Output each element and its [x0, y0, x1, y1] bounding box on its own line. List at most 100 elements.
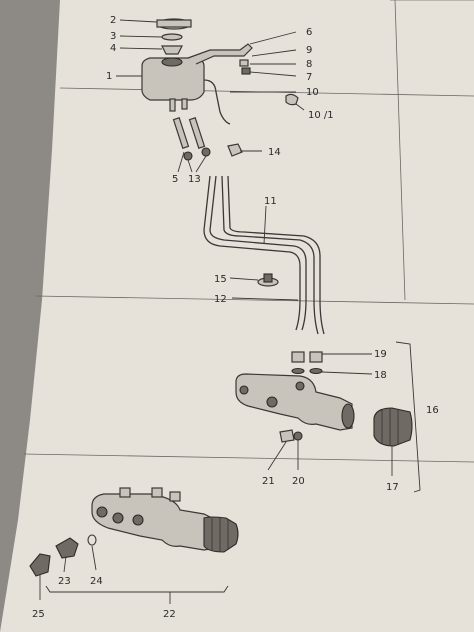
callout-16: 16 — [426, 405, 439, 416]
callout-21: 21 — [262, 476, 275, 487]
callout-10-1: 10 /1 — [308, 110, 334, 121]
callout-17: 17 — [386, 482, 399, 493]
cap-seal — [161, 33, 183, 41]
lower-bore-2 — [112, 512, 124, 524]
callout-24: 24 — [90, 576, 103, 587]
dust-boot-ribs — [381, 408, 399, 446]
reservoir-outlet-right — [181, 98, 188, 110]
feed-hose-left — [172, 117, 190, 149]
leader-15 — [229, 277, 259, 281]
callout-11: 11 — [264, 196, 277, 207]
reservoir-body — [141, 57, 205, 101]
line-mount-nut — [263, 273, 273, 283]
reservoir-filter — [161, 45, 183, 55]
master-cylinder-lower — [29, 487, 239, 593]
leader-10-1 — [295, 103, 305, 111]
leader-4 — [119, 47, 163, 50]
leader-12 — [231, 297, 299, 301]
callout-13: 13 — [188, 174, 201, 185]
brake-lines — [203, 175, 325, 335]
bleed-cap — [293, 431, 303, 441]
callout-15: 15 — [214, 274, 227, 285]
feed-hose-right — [188, 117, 206, 149]
leader-lines — [39, 19, 393, 604]
sealing-ring — [87, 534, 97, 546]
cylinder-bore-end — [341, 403, 355, 429]
callout-22: 22 — [163, 609, 176, 620]
cylinder-body-upper — [235, 373, 353, 431]
callout-12: 12 — [214, 294, 227, 305]
reservoir-cap-body — [156, 19, 192, 28]
leader-3 — [119, 35, 163, 38]
leader-5 — [177, 151, 185, 173]
callout-8: 8 — [306, 59, 312, 70]
brake-line-a-outline — [209, 175, 307, 331]
leader-2 — [119, 19, 158, 23]
bracket-bolt — [239, 59, 249, 67]
feed-hose-group — [172, 117, 243, 161]
hose-clamp-left — [183, 151, 193, 161]
leader-23 — [63, 555, 67, 573]
callout-7: 7 — [306, 72, 312, 83]
fold-line-mid — [35, 295, 474, 305]
leader-6 — [249, 31, 297, 45]
callout-6: 6 — [306, 27, 312, 38]
callout-2: 2 — [110, 15, 116, 26]
callout-23: 23 — [58, 576, 71, 587]
callout-18: 18 — [374, 370, 387, 381]
dust-boot — [373, 407, 413, 447]
hose-clip — [285, 93, 299, 106]
leader-24 — [91, 545, 97, 571]
group-bracket-16 — [395, 341, 421, 493]
page-margin-line — [394, 0, 406, 301]
callout-4: 4 — [110, 43, 116, 54]
reservoir-hose — [203, 79, 231, 125]
lower-fitting-3 — [169, 491, 181, 502]
callout-14: 14 — [268, 147, 281, 158]
callout-9: 9 — [306, 45, 312, 56]
leader-13b — [195, 155, 207, 173]
seal-ring-left — [291, 367, 305, 375]
brake-line-a — [203, 175, 301, 331]
bracket-nut — [241, 67, 251, 75]
seal-ring-right — [309, 367, 323, 375]
bore-hole-3 — [295, 381, 305, 391]
leader-11 — [263, 205, 267, 245]
lower-fitting-2 — [151, 487, 163, 498]
callout-10: 10 — [306, 87, 319, 98]
reservoir-outlet-left — [169, 98, 176, 112]
union-fitting — [55, 537, 79, 559]
callout-5: 5 — [172, 174, 178, 185]
callout-20: 20 — [292, 476, 305, 487]
hose-clamp-right — [201, 147, 211, 157]
stop-light-switch — [29, 553, 51, 577]
lower-bore-3 — [132, 514, 144, 526]
lower-dust-boot — [203, 516, 239, 553]
lower-boot-ribs — [211, 518, 229, 552]
bleed-screw — [279, 429, 295, 443]
bore-hole-1 — [239, 385, 249, 395]
leader-21 — [267, 441, 287, 471]
callout-3: 3 — [110, 31, 116, 42]
master-cylinder-upper — [235, 341, 421, 493]
callout-1: 1 — [106, 71, 112, 82]
callout-25: 25 — [32, 609, 45, 620]
bore-hole-2 — [266, 396, 278, 408]
group-bracket-22 — [45, 585, 229, 593]
callout-19: 19 — [374, 349, 387, 360]
reservoir-assembly — [141, 18, 299, 125]
fold-line-low — [23, 453, 474, 463]
leader-7 — [249, 71, 297, 77]
lower-bore-1 — [96, 506, 108, 518]
reservoir-neck — [161, 57, 183, 67]
brake-line-b-outline — [227, 175, 325, 335]
brake-line-b — [221, 175, 319, 335]
leader-18 — [321, 371, 373, 375]
reservoir-bracket — [187, 43, 253, 65]
fitting-left — [291, 351, 305, 363]
leader-13a — [187, 159, 193, 173]
callout-labels: 2 3 4 1 6 9 8 7 10 10 /1 14 5 13 11 15 1… — [32, 15, 439, 620]
